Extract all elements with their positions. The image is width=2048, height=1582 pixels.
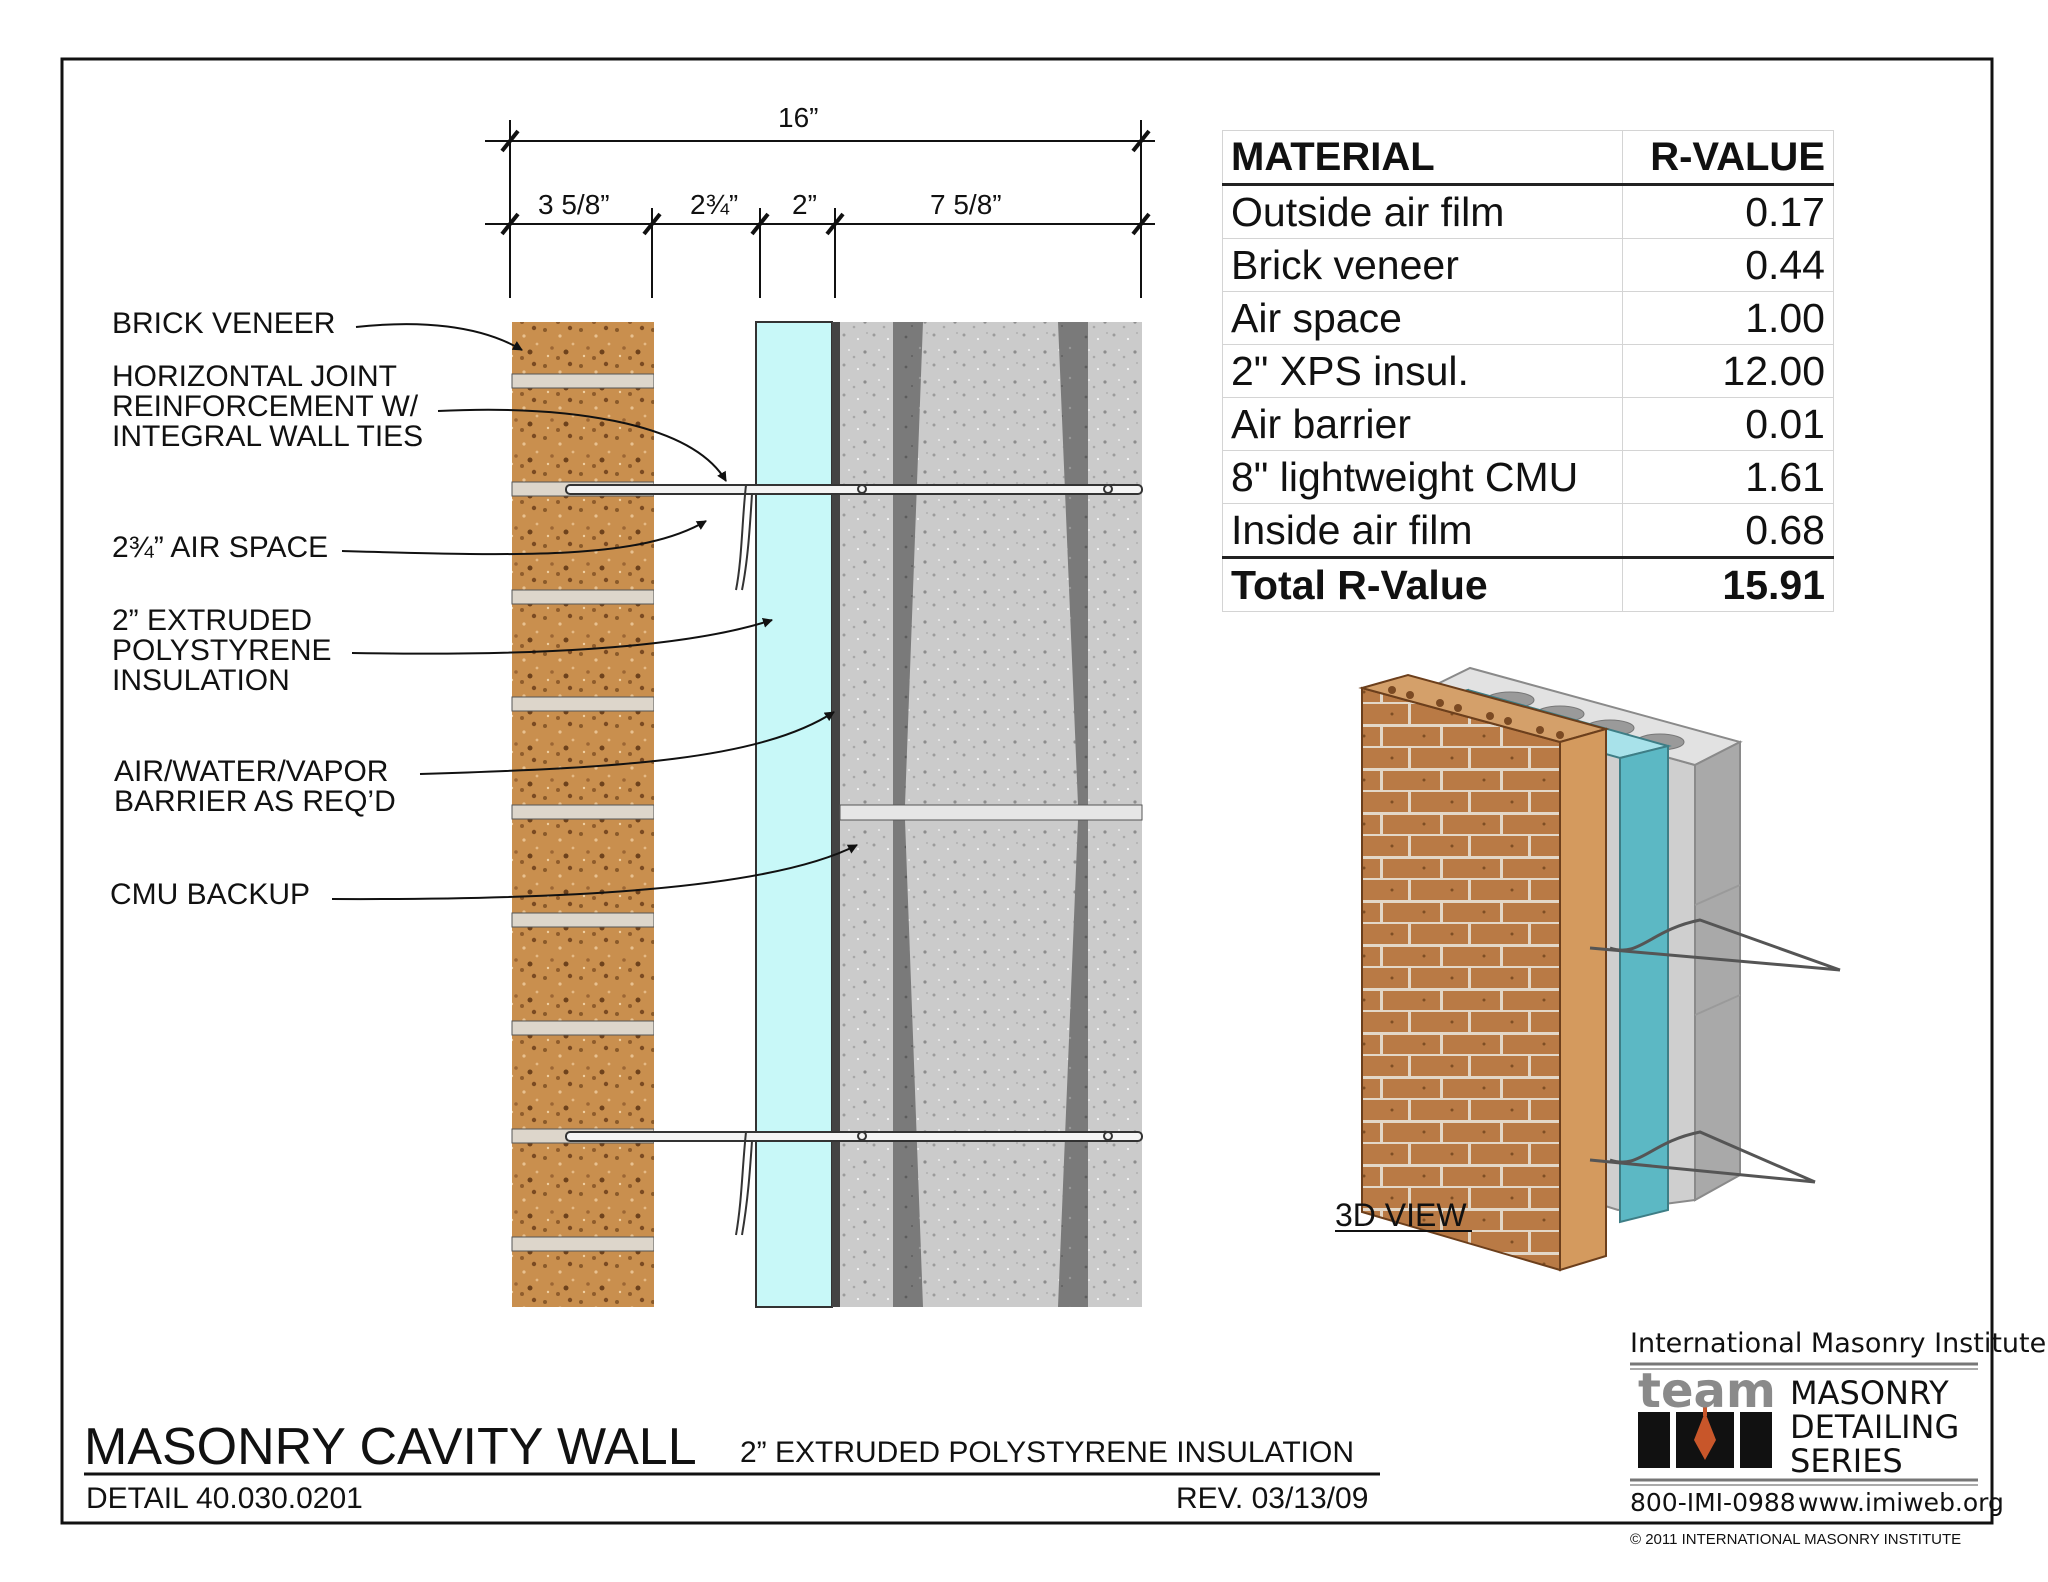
logo-org-name: International Masonry Institute: [1630, 1328, 2047, 1359]
3d-view-label: 3D VIEW: [1335, 1197, 1467, 1233]
rvalue-cell: 1.61: [1622, 450, 1834, 504]
callout-air-space: 2¾” AIR SPACE: [112, 531, 329, 564]
table-row: Air barrier 0.01: [1221, 397, 1834, 451]
dimension-lines: [485, 120, 1155, 298]
rvalue-header-material: MATERIAL: [1221, 130, 1624, 186]
material-cell: Outside air film: [1221, 184, 1624, 239]
wall-section: [511, 321, 1143, 1308]
drawing-subtitle: 2” EXTRUDED POLYSTYRENE INSULATION: [740, 1436, 1355, 1469]
material-cell: Inside air film: [1221, 503, 1624, 558]
callout-xps-line1: 2” EXTRUDED: [112, 604, 313, 637]
callout-xps-line2: POLYSTYRENE: [112, 634, 332, 667]
drawing-title: MASONRY CAVITY WALL: [84, 1418, 697, 1476]
logo-phone: 800-IMI-0988: [1630, 1488, 1796, 1517]
material-cell: 8" lightweight CMU: [1221, 450, 1624, 504]
insulation-layer: [755, 321, 833, 1308]
table-row: Inside air film 0.68: [1221, 503, 1834, 558]
rvalue-header-value: R-VALUE: [1622, 130, 1834, 186]
air-barrier-layer: [832, 322, 840, 1307]
rvalue-cell: 0.17: [1622, 184, 1834, 239]
dim-overall: 16”: [778, 102, 819, 133]
callout-joint-reinforcement-line2: REINFORCEMENT W/: [112, 390, 419, 423]
table-row: Air space 1.00: [1221, 291, 1834, 345]
table-row: 2" XPS insul. 12.00: [1221, 344, 1834, 398]
material-cell: 2" XPS insul.: [1221, 344, 1624, 398]
logo-series-line2: DETAILING: [1790, 1408, 1960, 1446]
dim-insulation: 2”: [792, 189, 817, 220]
total-value: 15.91: [1622, 556, 1834, 612]
material-cell: Air barrier: [1221, 397, 1624, 451]
rvalue-cell: 0.44: [1622, 238, 1834, 292]
table-row: Brick veneer 0.44: [1221, 238, 1834, 292]
callout-barrier-line1: AIR/WATER/VAPOR: [114, 755, 389, 788]
callout-leaders: [331, 323, 858, 901]
detail-number: DETAIL 40.030.0201: [86, 1482, 363, 1515]
total-label: Total R-Value: [1221, 556, 1624, 612]
rvalue-table: MATERIAL R-VALUE Outside air film 0.17 B…: [1221, 130, 1834, 612]
imi-logo: [1630, 1362, 1978, 1486]
callout-barrier-line2: BARRIER AS REQ’D: [114, 785, 396, 818]
copyright-notice: © 2011 INTERNATIONAL MASONRY INSTITUTE: [1630, 1531, 1962, 1548]
dim-air-space: 2¾”: [690, 189, 739, 220]
material-cell: Brick veneer: [1221, 238, 1624, 292]
dim-cmu: 7 5/8”: [930, 189, 1002, 220]
callout-xps-line3: INSULATION: [112, 664, 290, 697]
rvalue-cell: 12.00: [1622, 344, 1834, 398]
callout-joint-reinforcement-line1: HORIZONTAL JOINT: [112, 360, 397, 393]
rvalue-cell: 1.00: [1622, 291, 1834, 345]
dim-brick: 3 5/8”: [538, 189, 610, 220]
3d-view-illustration: [1358, 666, 1841, 1272]
table-row: Outside air film 0.17: [1221, 184, 1834, 239]
sheet-border: [60, 57, 1994, 1525]
rvalue-cell: 0.01: [1622, 397, 1834, 451]
material-cell: Air space: [1221, 291, 1624, 345]
table-total-row: Total R-Value 15.91: [1221, 556, 1834, 612]
callout-joint-reinforcement-line3: INTEGRAL WALL TIES: [112, 420, 424, 453]
callout-brick-veneer: BRICK VENEER: [112, 307, 336, 340]
logo-team: team: [1638, 1363, 1776, 1419]
revision-date: REV. 03/13/09: [1176, 1482, 1369, 1515]
logo-series-line3: SERIES: [1790, 1442, 1903, 1480]
table-row: 8" lightweight CMU 1.61: [1221, 450, 1834, 504]
logo-series-line1: MASONRY: [1790, 1374, 1949, 1412]
logo-website: www.imiweb.org: [1798, 1488, 2004, 1517]
rvalue-cell: 0.68: [1622, 503, 1834, 558]
callout-cmu-backup: CMU BACKUP: [110, 878, 311, 911]
